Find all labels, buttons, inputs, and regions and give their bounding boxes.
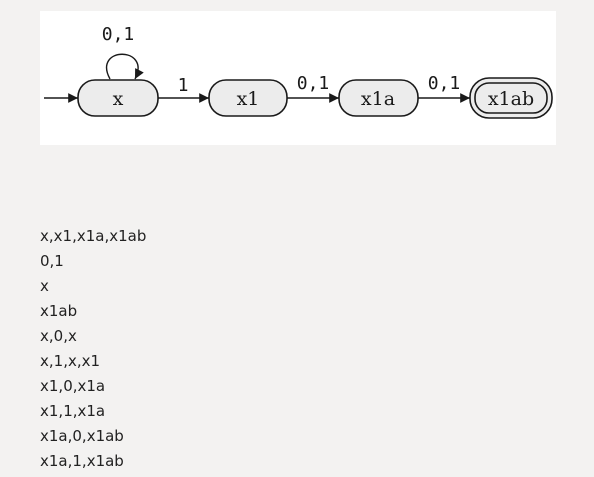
state-node-x: x xyxy=(77,79,159,117)
state-diagram: 0,1 1 0,1 0,1 x x1 x1a x1ab xyxy=(40,11,556,145)
definition-line: x,0,x xyxy=(40,327,77,345)
edge-label-x-x1: 1 xyxy=(178,75,189,96)
definition-line: x xyxy=(40,277,49,295)
definition-line: x1,1,x1a xyxy=(40,402,106,420)
automaton-definition-list: x,x1,x1a,x1ab 0,1 x x1ab x,0,x x,1,x,x1 … xyxy=(40,224,146,474)
edge-label-x1-x1a: 0,1 xyxy=(297,73,330,94)
edge-x-x xyxy=(106,53,144,80)
definition-line: x1a,0,x1ab xyxy=(40,427,124,445)
definition-line: 0,1 xyxy=(40,252,64,270)
state-label-x: x xyxy=(113,88,124,110)
definition-line: x,1,x,x1 xyxy=(40,352,101,370)
state-node-x1: x1 xyxy=(208,79,288,117)
state-label-x1ab: x1ab xyxy=(488,88,534,110)
definition-line: x,x1,x1a,x1ab xyxy=(40,227,147,245)
definition-line: x1a,1,x1ab xyxy=(40,452,124,470)
edge-label-x1a-x1ab: 0,1 xyxy=(428,73,461,94)
state-node-x1ab: x1ab xyxy=(469,77,553,119)
state-label-x1a: x1a xyxy=(361,88,395,110)
state-label-x1: x1 xyxy=(237,88,260,110)
definition-line: x1,0,x1a xyxy=(40,377,106,395)
edge-label-x-x: 0,1 xyxy=(102,24,135,45)
definition-line: x1ab xyxy=(40,302,78,320)
state-node-x1a: x1a xyxy=(338,79,419,117)
